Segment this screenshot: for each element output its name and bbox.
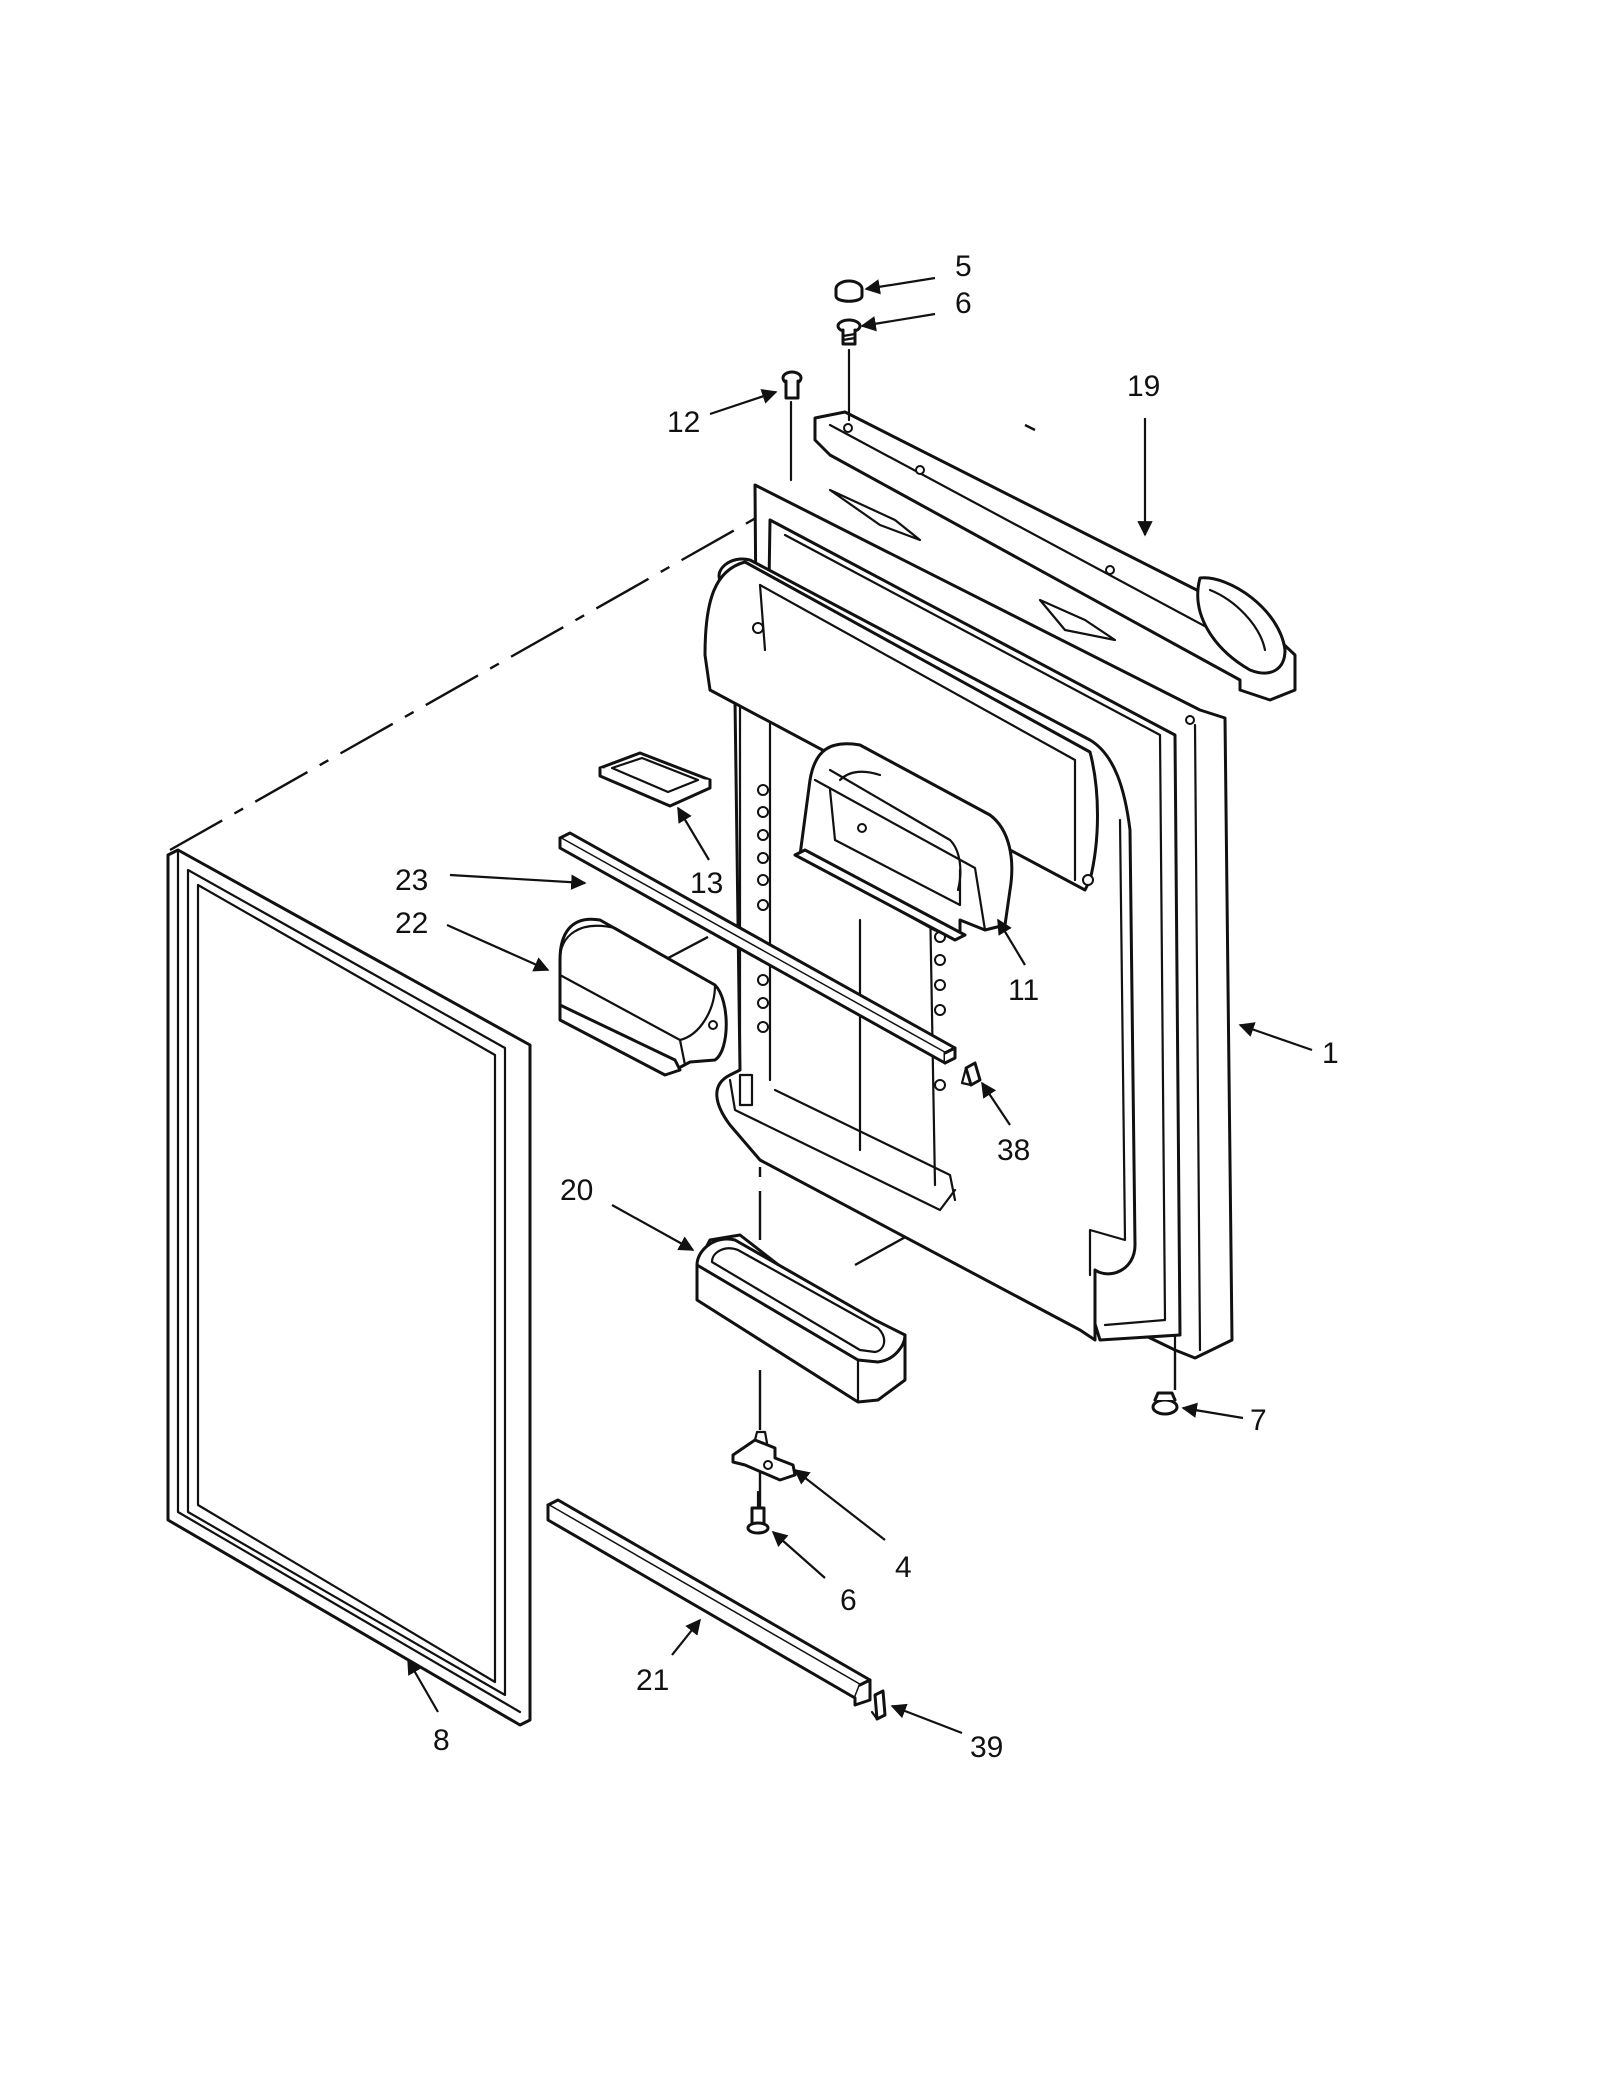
hinge-cap-part-5 xyxy=(834,279,864,303)
leader-lines xyxy=(407,276,1313,1735)
hinge-screw-part-6-top xyxy=(836,318,862,346)
callout-6-top: 6 xyxy=(955,287,972,320)
shelf-peg-holes xyxy=(757,784,946,1091)
bottom-bushing-part-7 xyxy=(1151,1391,1179,1416)
callout-38: 38 xyxy=(997,1134,1030,1167)
dairy-bin-part-22 xyxy=(558,917,728,1077)
callout-13: 13 xyxy=(690,867,723,900)
callout-1: 1 xyxy=(1322,1037,1339,1070)
callout-21: 21 xyxy=(636,1664,669,1697)
clip-part-38 xyxy=(960,1061,982,1087)
hinge-screw-part-6-bottom xyxy=(746,1490,770,1535)
door-shelf-part-11 xyxy=(793,742,1014,942)
callout-8: 8 xyxy=(433,1724,450,1757)
callout-23: 23 xyxy=(395,864,428,897)
callout-6-bottom: 6 xyxy=(840,1584,857,1617)
callout-39: 39 xyxy=(970,1731,1003,1764)
end-clip-part-39 xyxy=(870,1689,887,1721)
callout-22: 22 xyxy=(395,907,428,940)
bottom-bin-part-20 xyxy=(695,1233,907,1404)
callout-19: 19 xyxy=(1127,370,1160,403)
door-stop-pin-part-12 xyxy=(781,370,803,400)
door-gasket-part-8 xyxy=(166,848,532,1727)
small-tray-part-13 xyxy=(598,751,712,808)
callout-12: 12 xyxy=(667,406,700,439)
callout-labels: 5 6 19 12 13 23 22 11 1 38 20 7 4 6 21 3… xyxy=(395,250,1339,1764)
bottom-rail-part-21 xyxy=(546,1498,872,1707)
callout-7: 7 xyxy=(1250,1404,1267,1437)
callout-5: 5 xyxy=(955,250,972,283)
top-trim-part-19 xyxy=(813,410,1297,725)
callout-20: 20 xyxy=(560,1174,593,1207)
shelf-rail-part-23 xyxy=(558,831,957,1065)
callout-4: 4 xyxy=(895,1551,912,1584)
callout-11: 11 xyxy=(1008,974,1039,1007)
bottom-hinge-part-4 xyxy=(731,1430,797,1482)
